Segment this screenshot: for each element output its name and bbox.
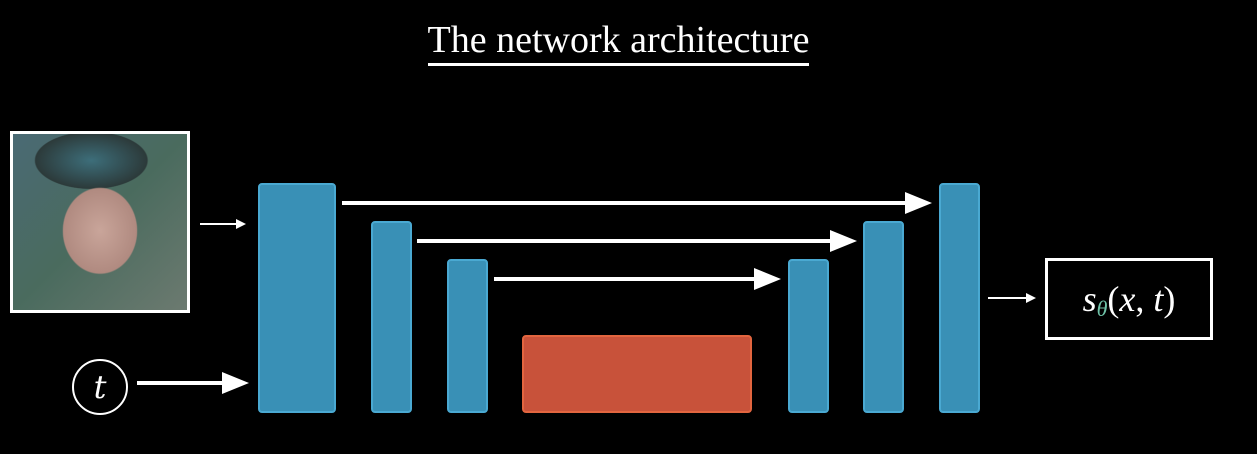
title-text: The network architecture [427,19,810,66]
open-paren: ( [1107,279,1120,319]
comma: , [1135,279,1154,319]
diagram-title: The network architecture [0,18,1237,66]
skip-connection-3 [494,268,781,290]
decoder-block-2 [863,221,904,413]
skip-connection-2 [417,230,857,252]
time-input-arrow [137,372,249,394]
bottleneck-block [522,335,752,413]
image-input-arrow [200,219,246,229]
encoder-block-2 [371,221,412,413]
noisy-face-image [10,131,190,313]
x-argument: x [1119,279,1136,319]
time-input-node: t [72,359,128,415]
theta-subscript: θ [1096,296,1108,321]
time-label: t [93,368,107,406]
output-arrow [988,293,1036,303]
close-paren: ) [1163,279,1176,319]
skip-connection-1 [342,192,932,214]
encoder-block-1 [258,183,336,413]
decoder-block-3 [939,183,980,413]
score-function-symbol: s [1082,279,1097,319]
t-argument: t [1153,279,1164,319]
decoder-block-1 [788,259,829,413]
encoder-block-3 [447,259,488,413]
